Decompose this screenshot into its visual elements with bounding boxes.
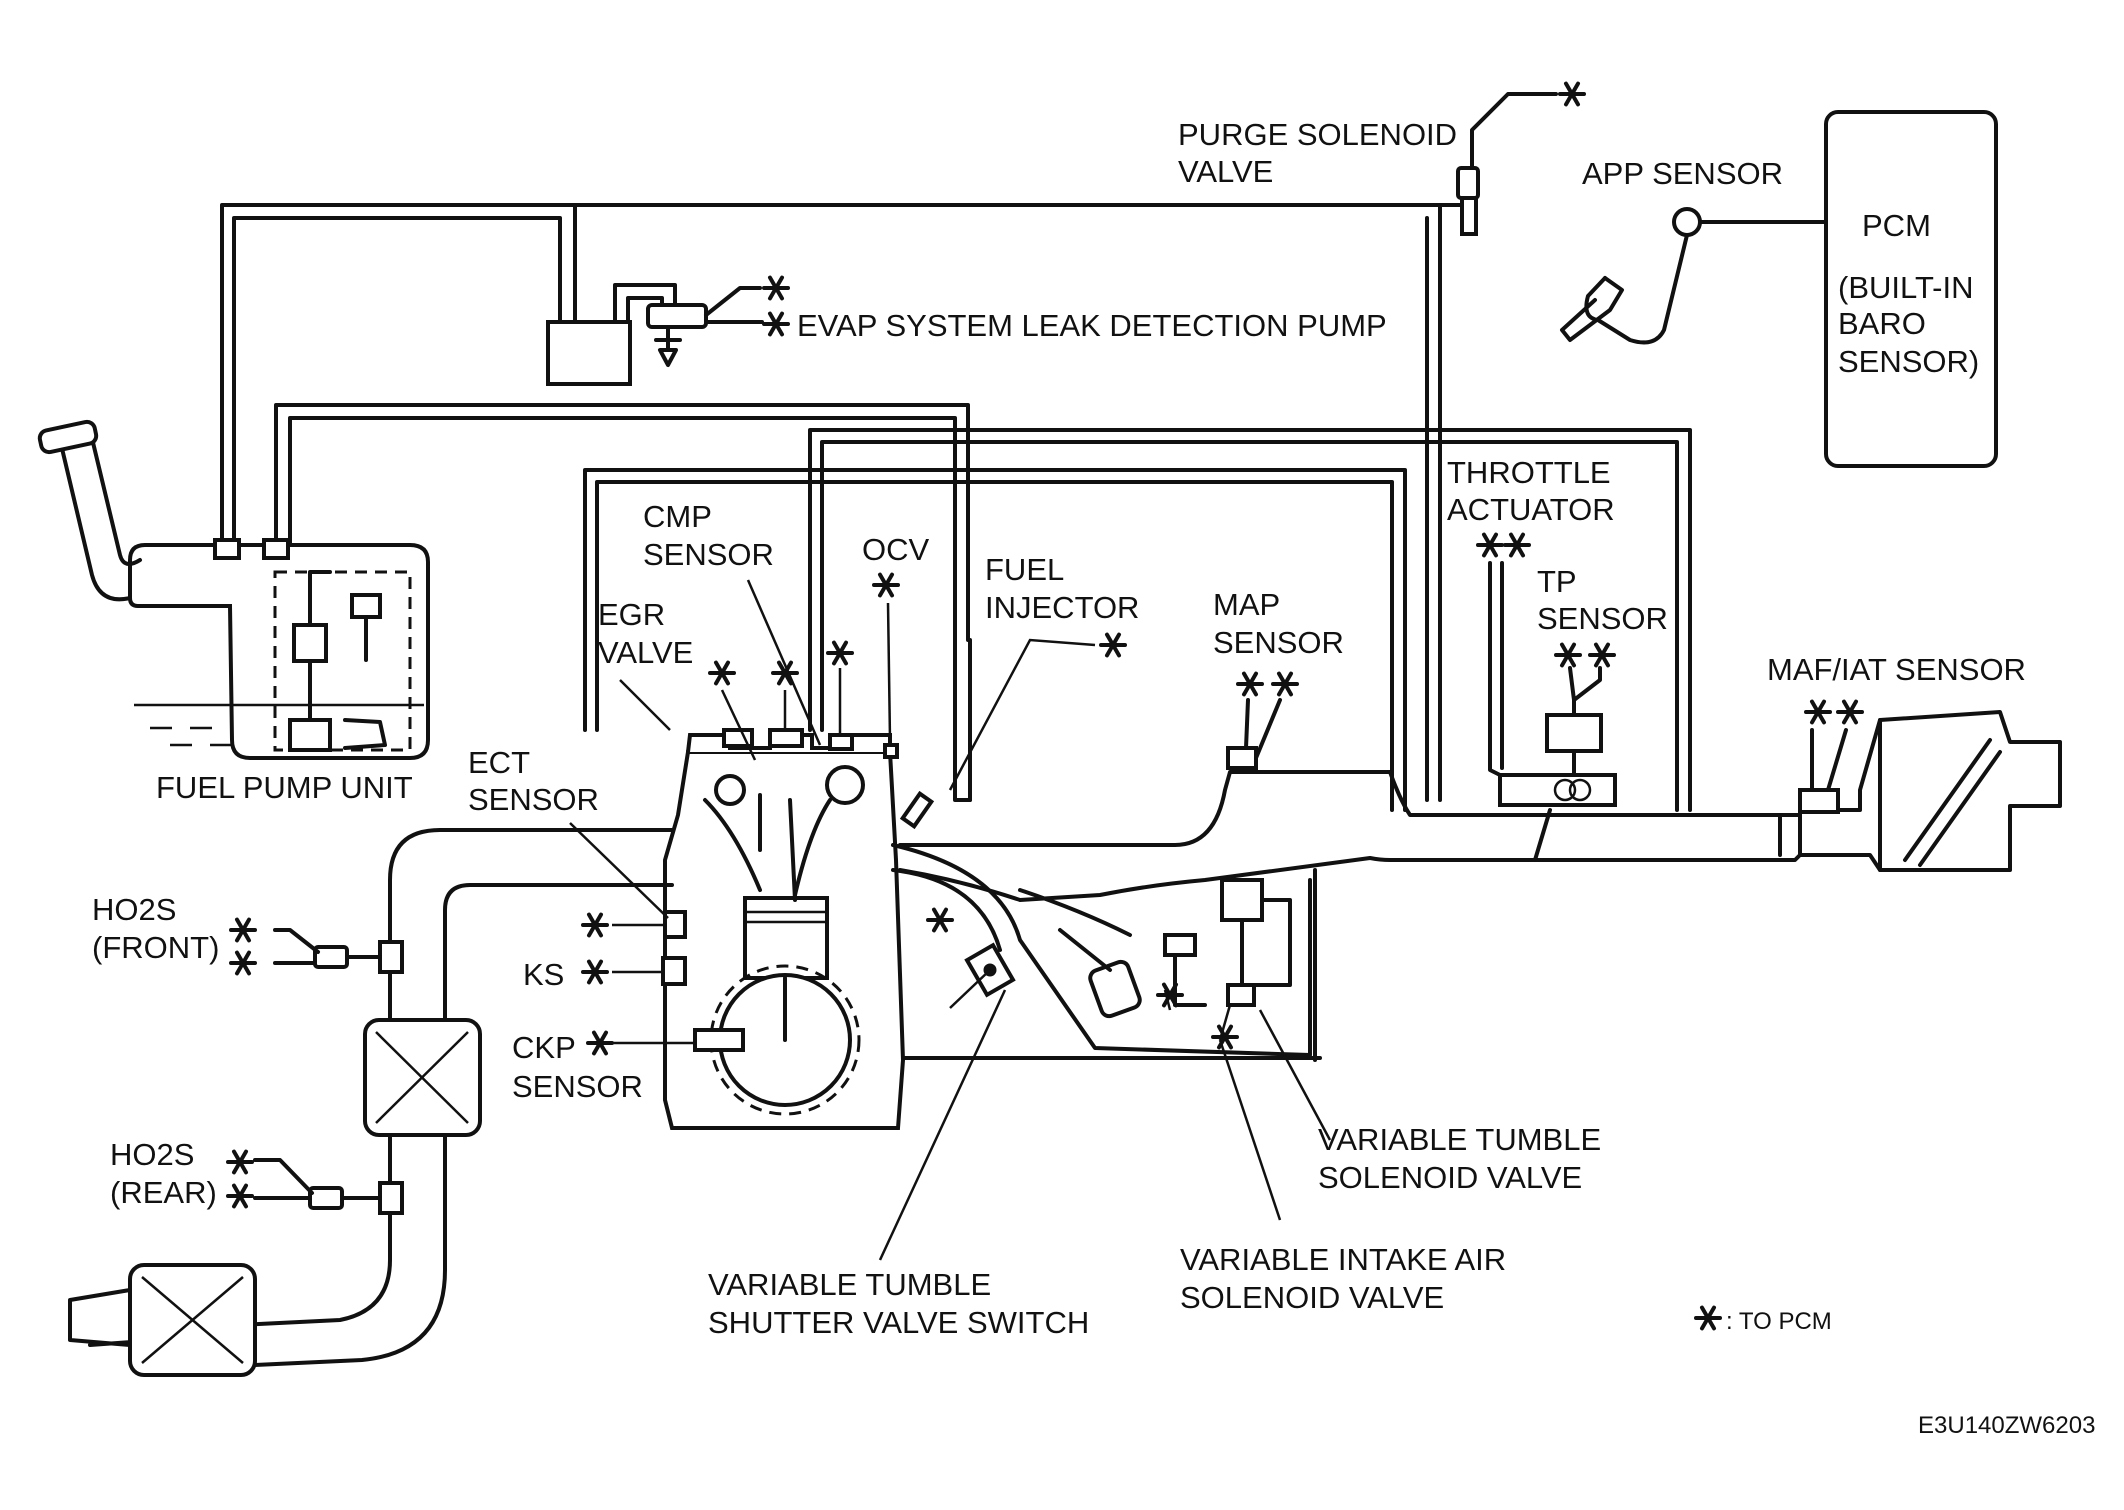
- asterisk-icon: [1558, 81, 1586, 107]
- asterisk-icon: [226, 1149, 254, 1175]
- purge-solenoid-valve: [1456, 81, 1586, 236]
- legend: : TO PCM: [1694, 1305, 1832, 1335]
- egr-valve-label-1: EGR: [598, 597, 665, 632]
- asterisk-icon: [762, 311, 790, 337]
- egr-valve-label-2: VALVE: [598, 635, 693, 670]
- app-sensor: [1560, 207, 1828, 345]
- fuel-injector: [899, 638, 972, 830]
- ect-sensor-label-2: SENSOR: [468, 782, 599, 817]
- asterisk-icon: [226, 1183, 254, 1209]
- ho2s-rear-label-2: (REAR): [110, 1175, 217, 1210]
- tp-sensor-label-2: SENSOR: [1537, 601, 1668, 636]
- ho2s-rear-label-1: HO2S: [110, 1137, 194, 1172]
- evap-leak-detection-pump: [646, 275, 790, 367]
- variable-tumble-solenoid-valve: [1220, 878, 1292, 1007]
- fuel-pump-unit-label: FUEL PUMP UNIT: [156, 770, 413, 805]
- tp-sensor-label-1: TP: [1537, 564, 1577, 599]
- asterisk-icon: [581, 959, 609, 985]
- intake-runners: [891, 843, 1322, 1062]
- fuel-injector-label-1: FUEL: [985, 552, 1064, 587]
- variable-tumble-shutter-switch-label-1: VARIABLE TUMBLE: [708, 1267, 991, 1302]
- asterisk-icon: [229, 950, 257, 976]
- maf-iat-sensor-label: MAF/IAT SENSOR: [1767, 652, 2026, 687]
- asterisk-icon: [826, 640, 854, 666]
- tp-sensor: [1545, 666, 1603, 777]
- throttle-actuator-label-1: THROTTLE: [1447, 455, 1611, 490]
- asterisk-icon: [229, 917, 257, 943]
- ho2s-front-sensor: [273, 928, 404, 974]
- map-sensor-label-2: SENSOR: [1213, 625, 1344, 660]
- evap-pump-label: EVAP SYSTEM LEAK DETECTION PUMP: [797, 308, 1387, 343]
- pcm-label-3: BARO: [1838, 306, 1926, 341]
- asterisk-icon: [926, 907, 954, 933]
- variable-intake-air-solenoid-label-2: SOLENOID VALVE: [1180, 1280, 1444, 1315]
- ocv-label: OCV: [862, 532, 930, 567]
- pcm-label-2: (BUILT-IN: [1838, 270, 1974, 305]
- asterisk-icon: [1271, 671, 1299, 697]
- muffler: [128, 1263, 257, 1377]
- ho2s-rear-sensor: [253, 1158, 404, 1215]
- throttle-actuator-label-2: ACTUATOR: [1447, 492, 1615, 527]
- asterisk-icon: [1588, 642, 1616, 668]
- variable-tumble-solenoid-label-1: VARIABLE TUMBLE: [1318, 1122, 1601, 1157]
- ckp-sensor-label-1: CKP: [512, 1030, 576, 1065]
- throttle-actuator: [1488, 561, 1617, 807]
- pcm-box: [1824, 110, 1998, 468]
- ks-label: KS: [523, 957, 564, 992]
- asterisk-icon: [1156, 982, 1184, 1008]
- lower-leader-lines: [878, 969, 1332, 1261]
- engine-block: [661, 728, 906, 1130]
- figure-code: E3U140ZW6203: [1918, 1412, 2095, 1439]
- asterisk-icon: [762, 275, 790, 301]
- map-sensor-label-1: MAP: [1213, 587, 1280, 622]
- vacuum-lines: [220, 203, 1692, 812]
- engine-leader-lines: [569, 579, 1096, 1045]
- purge-solenoid-valve-label-2: VALVE: [1178, 154, 1273, 189]
- variable-tumble-solenoid-label-2: SOLENOID VALVE: [1318, 1160, 1582, 1195]
- ho2s-front-label-1: HO2S: [92, 892, 176, 927]
- intake-duct: [898, 710, 2062, 902]
- variable-intake-air-actuator: [1058, 928, 1142, 1019]
- cmp-sensor-label-1: CMP: [643, 499, 712, 534]
- legend-text: : TO PCM: [1726, 1308, 1832, 1335]
- asterisk-icon: [872, 572, 900, 598]
- map-sensor: [1226, 698, 1282, 770]
- variable-intake-air-solenoid-label-1: VARIABLE INTAKE AIR: [1180, 1242, 1506, 1277]
- fuel-injector-label-2: INJECTOR: [985, 590, 1139, 625]
- app-sensor-label: APP SENSOR: [1582, 156, 1783, 191]
- asterisk-icon: [1099, 632, 1127, 658]
- purge-solenoid-valve-label-1: PURGE SOLENOID: [1178, 117, 1457, 152]
- maf-iat-sensor: [1798, 728, 1848, 814]
- asterisk-icon: [581, 912, 609, 938]
- ho2s-front-label-2: (FRONT): [92, 930, 219, 965]
- cmp-sensor-label-2: SENSOR: [643, 537, 774, 572]
- asterisk-icon: [1503, 532, 1531, 558]
- asterisk-icon: [1476, 532, 1504, 558]
- asterisk-icon: [1694, 1305, 1722, 1331]
- catalytic-converter: [363, 1018, 482, 1137]
- asterisk-icon: [1236, 671, 1264, 697]
- pcm-label-1: PCM: [1862, 208, 1931, 243]
- asterisk-icon: [1211, 1024, 1239, 1050]
- asterisk-icon: [1804, 699, 1832, 725]
- variable-tumble-shutter-switch-label-2: SHUTTER VALVE SWITCH: [708, 1305, 1089, 1340]
- asterisk-icon: [1554, 642, 1582, 668]
- ect-sensor-label-1: ECT: [468, 745, 530, 780]
- ckp-sensor-label-2: SENSOR: [512, 1069, 643, 1104]
- asterisk-icon: [708, 660, 736, 686]
- evap-canister: [546, 320, 632, 386]
- pcm-label-4: SENSOR): [1838, 344, 1979, 379]
- fuel-tank: [37, 419, 430, 760]
- asterisk-icon: [586, 1030, 614, 1056]
- asterisk-icon: [1836, 699, 1864, 725]
